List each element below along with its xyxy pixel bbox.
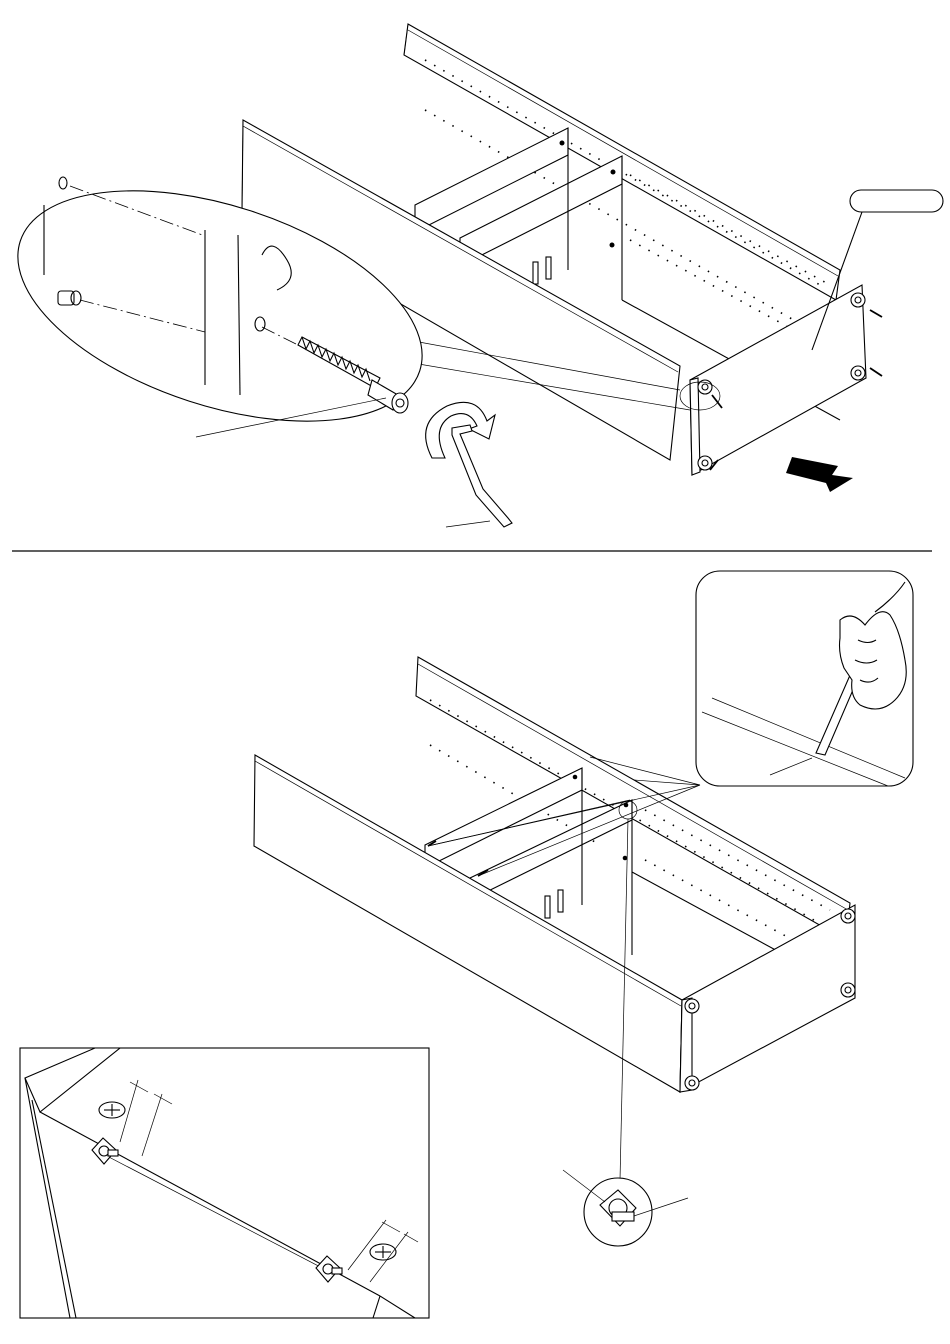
arrow-right-icon — [786, 457, 853, 492]
hand-pencil-icon — [696, 571, 913, 786]
allen-key — [446, 425, 512, 527]
end-panel-bottom — [680, 905, 855, 1092]
shelf-pins-bottom — [545, 890, 563, 918]
cam-lock-icon — [563, 1170, 688, 1246]
cam-lock-detail-box — [20, 1048, 429, 1318]
step-bottom-assembly — [20, 571, 913, 1318]
side-panel — [690, 285, 882, 475]
step-top-assembly — [0, 24, 943, 527]
detail-ellipse-cam-screw — [0, 146, 451, 466]
shelf-pins — [533, 257, 551, 284]
